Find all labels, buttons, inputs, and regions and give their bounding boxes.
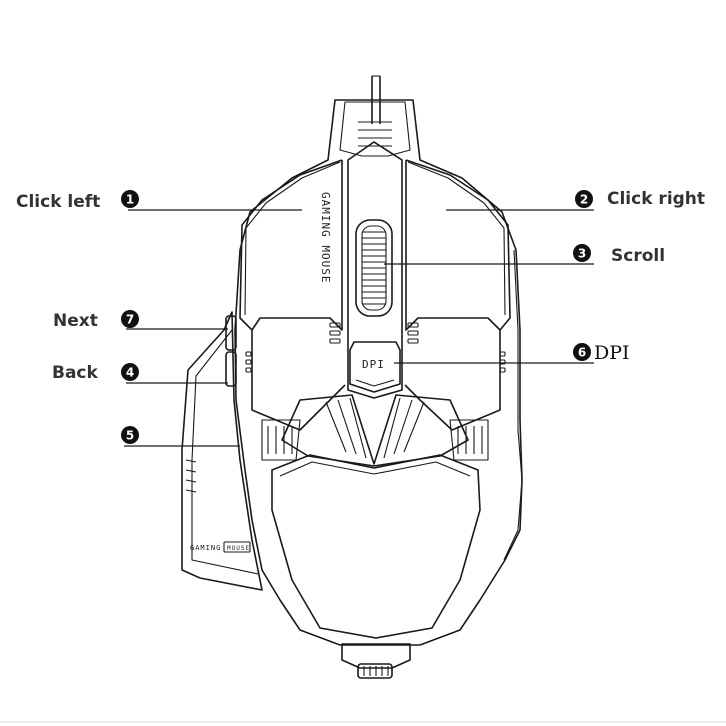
left-grip-vents [261,419,301,461]
right-button-face [407,161,506,316]
right-grip-vents [449,419,489,461]
marker-4: 4 [121,363,139,381]
right-side-skirt [503,249,523,561]
thumb-rest [181,311,263,591]
svg-text:4: 4 [126,366,134,380]
side-print-badge [223,541,251,553]
marker-2: 2 [575,190,593,208]
svg-text:3: 3 [578,247,586,261]
svg-text:2: 2 [580,193,588,207]
label-dpi: DPI [594,342,630,364]
marker-1: 1 [121,190,139,208]
cable-housing [339,101,411,157]
svg-text:1: 1 [126,193,134,207]
dpi-button[interactable] [349,341,401,393]
cable-housing-ribs [358,121,392,147]
mouse-shell [234,99,523,646]
left-button-face [244,161,341,316]
next-side-button[interactable] [225,315,237,351]
left-button[interactable] [239,159,346,431]
svg-text:6: 6 [578,346,586,360]
svg-text:7: 7 [126,313,134,327]
left-button-vents [245,322,341,373]
marker-5: 5 [121,426,139,444]
bottom-knob [341,643,411,679]
label-scroll: Scroll [611,246,665,266]
dpi-button-print: DPI [362,358,385,371]
marker-7: 7 [121,310,139,328]
thumb-rest-inner [191,329,259,575]
right-button-vents [407,322,506,373]
right-button[interactable] [404,159,511,431]
center-spine [347,141,403,399]
svg-text:5: 5 [126,429,134,443]
label-click-left: Click left [16,192,100,212]
label-click-right: Click right [607,189,705,209]
scroll-wheel[interactable] [355,219,393,317]
back-side-button[interactable] [225,351,237,387]
lower-chevron-plate [281,394,469,467]
gaming-mouse-print: GAMING MOUSE [319,192,332,283]
side-print-gaming: GAMING [190,544,221,552]
palm-rest [271,454,481,639]
palm-rest-inner [279,461,471,477]
label-back: Back [52,363,99,383]
chevron-ribs [325,397,425,459]
side-print-mouse: MOUSE [227,545,250,552]
marker-3: 3 [573,244,591,262]
thumb-rest-notch [185,459,197,493]
marker-6: 6 [573,343,591,361]
label-next: Next [53,311,98,331]
